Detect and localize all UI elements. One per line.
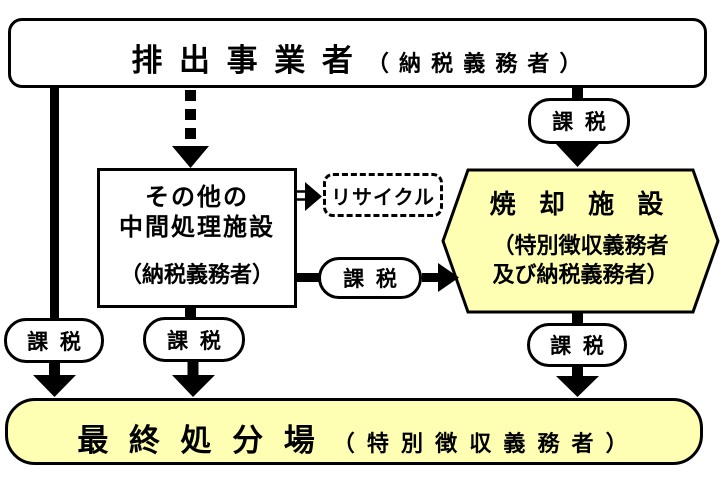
node-final-disposal-site: 最 終 処 分 場 （ 特 別 徴 収 義 務 者 ）: [5, 398, 703, 465]
intermediate-facility-label-line2: 中間処理施設: [119, 214, 275, 241]
node-intermediate-facility: その他の 中間処理施設 （納税義務者）: [97, 168, 297, 308]
incineration-sublabel-line2: 及び納税義務者）: [492, 262, 669, 287]
incineration-hexagon-shape: [441, 168, 720, 314]
arrow-tax-bottom-left-to-final-head: [33, 375, 76, 397]
tax-badge-bottom-right: 課 税: [527, 323, 627, 367]
arrow-tax-bottom-mid-to-final-head: [172, 375, 215, 397]
final-disposal-sublabel: （ 特 別 徴 収 義 務 者 ）: [332, 431, 631, 456]
arrow-tax-middle-to-incinerator-head: [438, 263, 459, 292]
intermediate-facility-sublabel: （納税義務者）: [119, 262, 274, 287]
arrow-tax-bottom-right-to-final-head: [556, 376, 599, 397]
final-disposal-label: 最 終 処 分 場: [77, 423, 321, 458]
node-waste-emitter: 排 出 事 業 者 （ 納 税 義 務 者 ）: [8, 18, 707, 88]
node-incineration-facility: 焼 却 施 設 （特別徴収義務者及び納税義務者）: [443, 170, 718, 312]
incineration-facility-sublabel: （特別徴収義務者及び納税義務者）: [492, 231, 668, 289]
arrow-tax-right-to-incinerator-head: [556, 144, 599, 167]
node-recycle: リサイクル: [323, 173, 443, 217]
tax-badge-bottom-mid: 課 税: [143, 317, 245, 362]
incineration-sublabel-line1: （特別徴収義務者: [492, 233, 669, 258]
incineration-facility-label: 焼 却 施 設: [489, 189, 672, 219]
arrow-intermediate-to-recycle-head: [305, 182, 322, 211]
dashed-arrow-emitter-to-intermediate-head: [172, 146, 209, 168]
tax-badge-middle: 課 税: [318, 257, 422, 299]
tax-badge-bottom-left: 課 税: [4, 318, 104, 363]
waste-emitter-sublabel: （ 納 税 義 務 者 ）: [366, 51, 584, 76]
tax-badge-top-right: 課 税: [528, 98, 630, 144]
waste-emitter-label: 排 出 事 業 者: [131, 43, 357, 78]
recycle-label: リサイクル: [331, 186, 435, 209]
intermediate-facility-label-line1: その他の: [145, 184, 249, 211]
